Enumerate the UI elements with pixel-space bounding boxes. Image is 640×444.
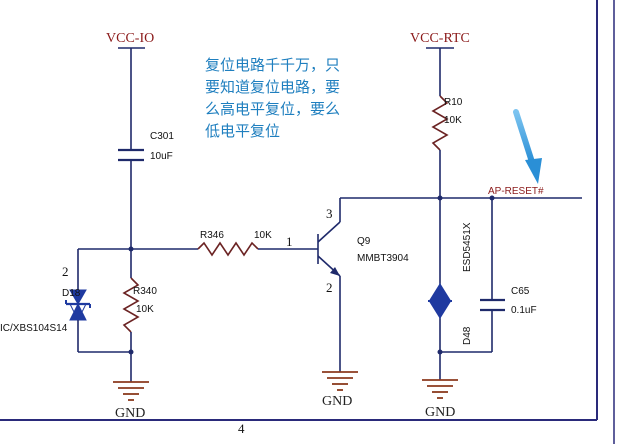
resistor-r346: R346 10K [197,230,272,257]
c301-value: 10uF [150,151,173,162]
note-line-2: 要知道复位电路，要 [205,78,340,96]
annotation-note: 复位电路千千万，只 要知道复位电路，要 么高电平复位，要么 低电平复位 [205,56,340,140]
r10-value: 10K [444,115,462,126]
gnd-symbol-2: GND [322,371,358,409]
note-line-3: 么高电平复位，要么 [205,100,340,118]
gnd-symbol-3: GND [422,379,458,420]
q9-ref: Q9 [357,236,371,247]
c65-value: 0.1uF [511,305,537,316]
capacitor-c301: C301 10uF [118,131,174,162]
q9-base-pin: 1 [286,234,293,249]
r340-value: 10K [136,304,154,315]
q9-emitter-pin: 2 [326,280,333,295]
net-label-ap-reset: AP-RESET# [488,186,544,197]
diode-d48: ESD5451X D48 [428,222,473,345]
sheet-zone-marker: 4 [238,421,245,436]
gnd-label-2: GND [322,394,352,409]
d48-ref: D48 [462,326,473,345]
q9-part: MMBT3904 [357,253,409,264]
highlight-arrow [513,109,542,184]
gnd-label-3: GND [425,405,455,420]
resistor-r10: R10 10K [431,95,463,151]
d18-pin-2: 2 [62,264,69,279]
d18-part: IC/XBS104S14 [0,323,68,334]
resistor-r340: R340 10K [122,277,157,333]
gnd-symbol-1: GND [113,381,149,421]
transistor-q9: Q9 MMBT3904 [317,221,409,277]
vcc-rtc-label: VCC-RTC [410,31,470,46]
c301-ref: C301 [150,131,174,142]
r10-ref: R10 [444,97,463,108]
junction-left-bottom [128,349,134,355]
junction-right-bottom [437,349,443,355]
r346-ref: R346 [200,230,224,241]
vcc-rtc-symbol: VCC-RTC [410,31,470,96]
note-line-1: 复位电路千千万，只 [205,56,340,74]
r346-value: 10K [254,230,272,241]
vcc-io-label: VCC-IO [106,31,154,46]
capacitor-c65: C65 0.1uF [480,286,537,316]
gnd-label-1: GND [115,406,145,421]
q9-collector-pin: 3 [326,206,333,221]
vcc-io-symbol: VCC-IO [106,31,154,150]
r340-ref: R340 [133,286,157,297]
d48-part: ESD5451X [462,222,473,272]
c65-ref: C65 [511,286,530,297]
note-line-4: 低电平复位 [205,122,280,140]
sheet-frame: 4 [0,0,615,444]
d18-ref: D18 [62,288,81,299]
diode-d18: D18 IC/XBS104S14 [0,288,91,334]
